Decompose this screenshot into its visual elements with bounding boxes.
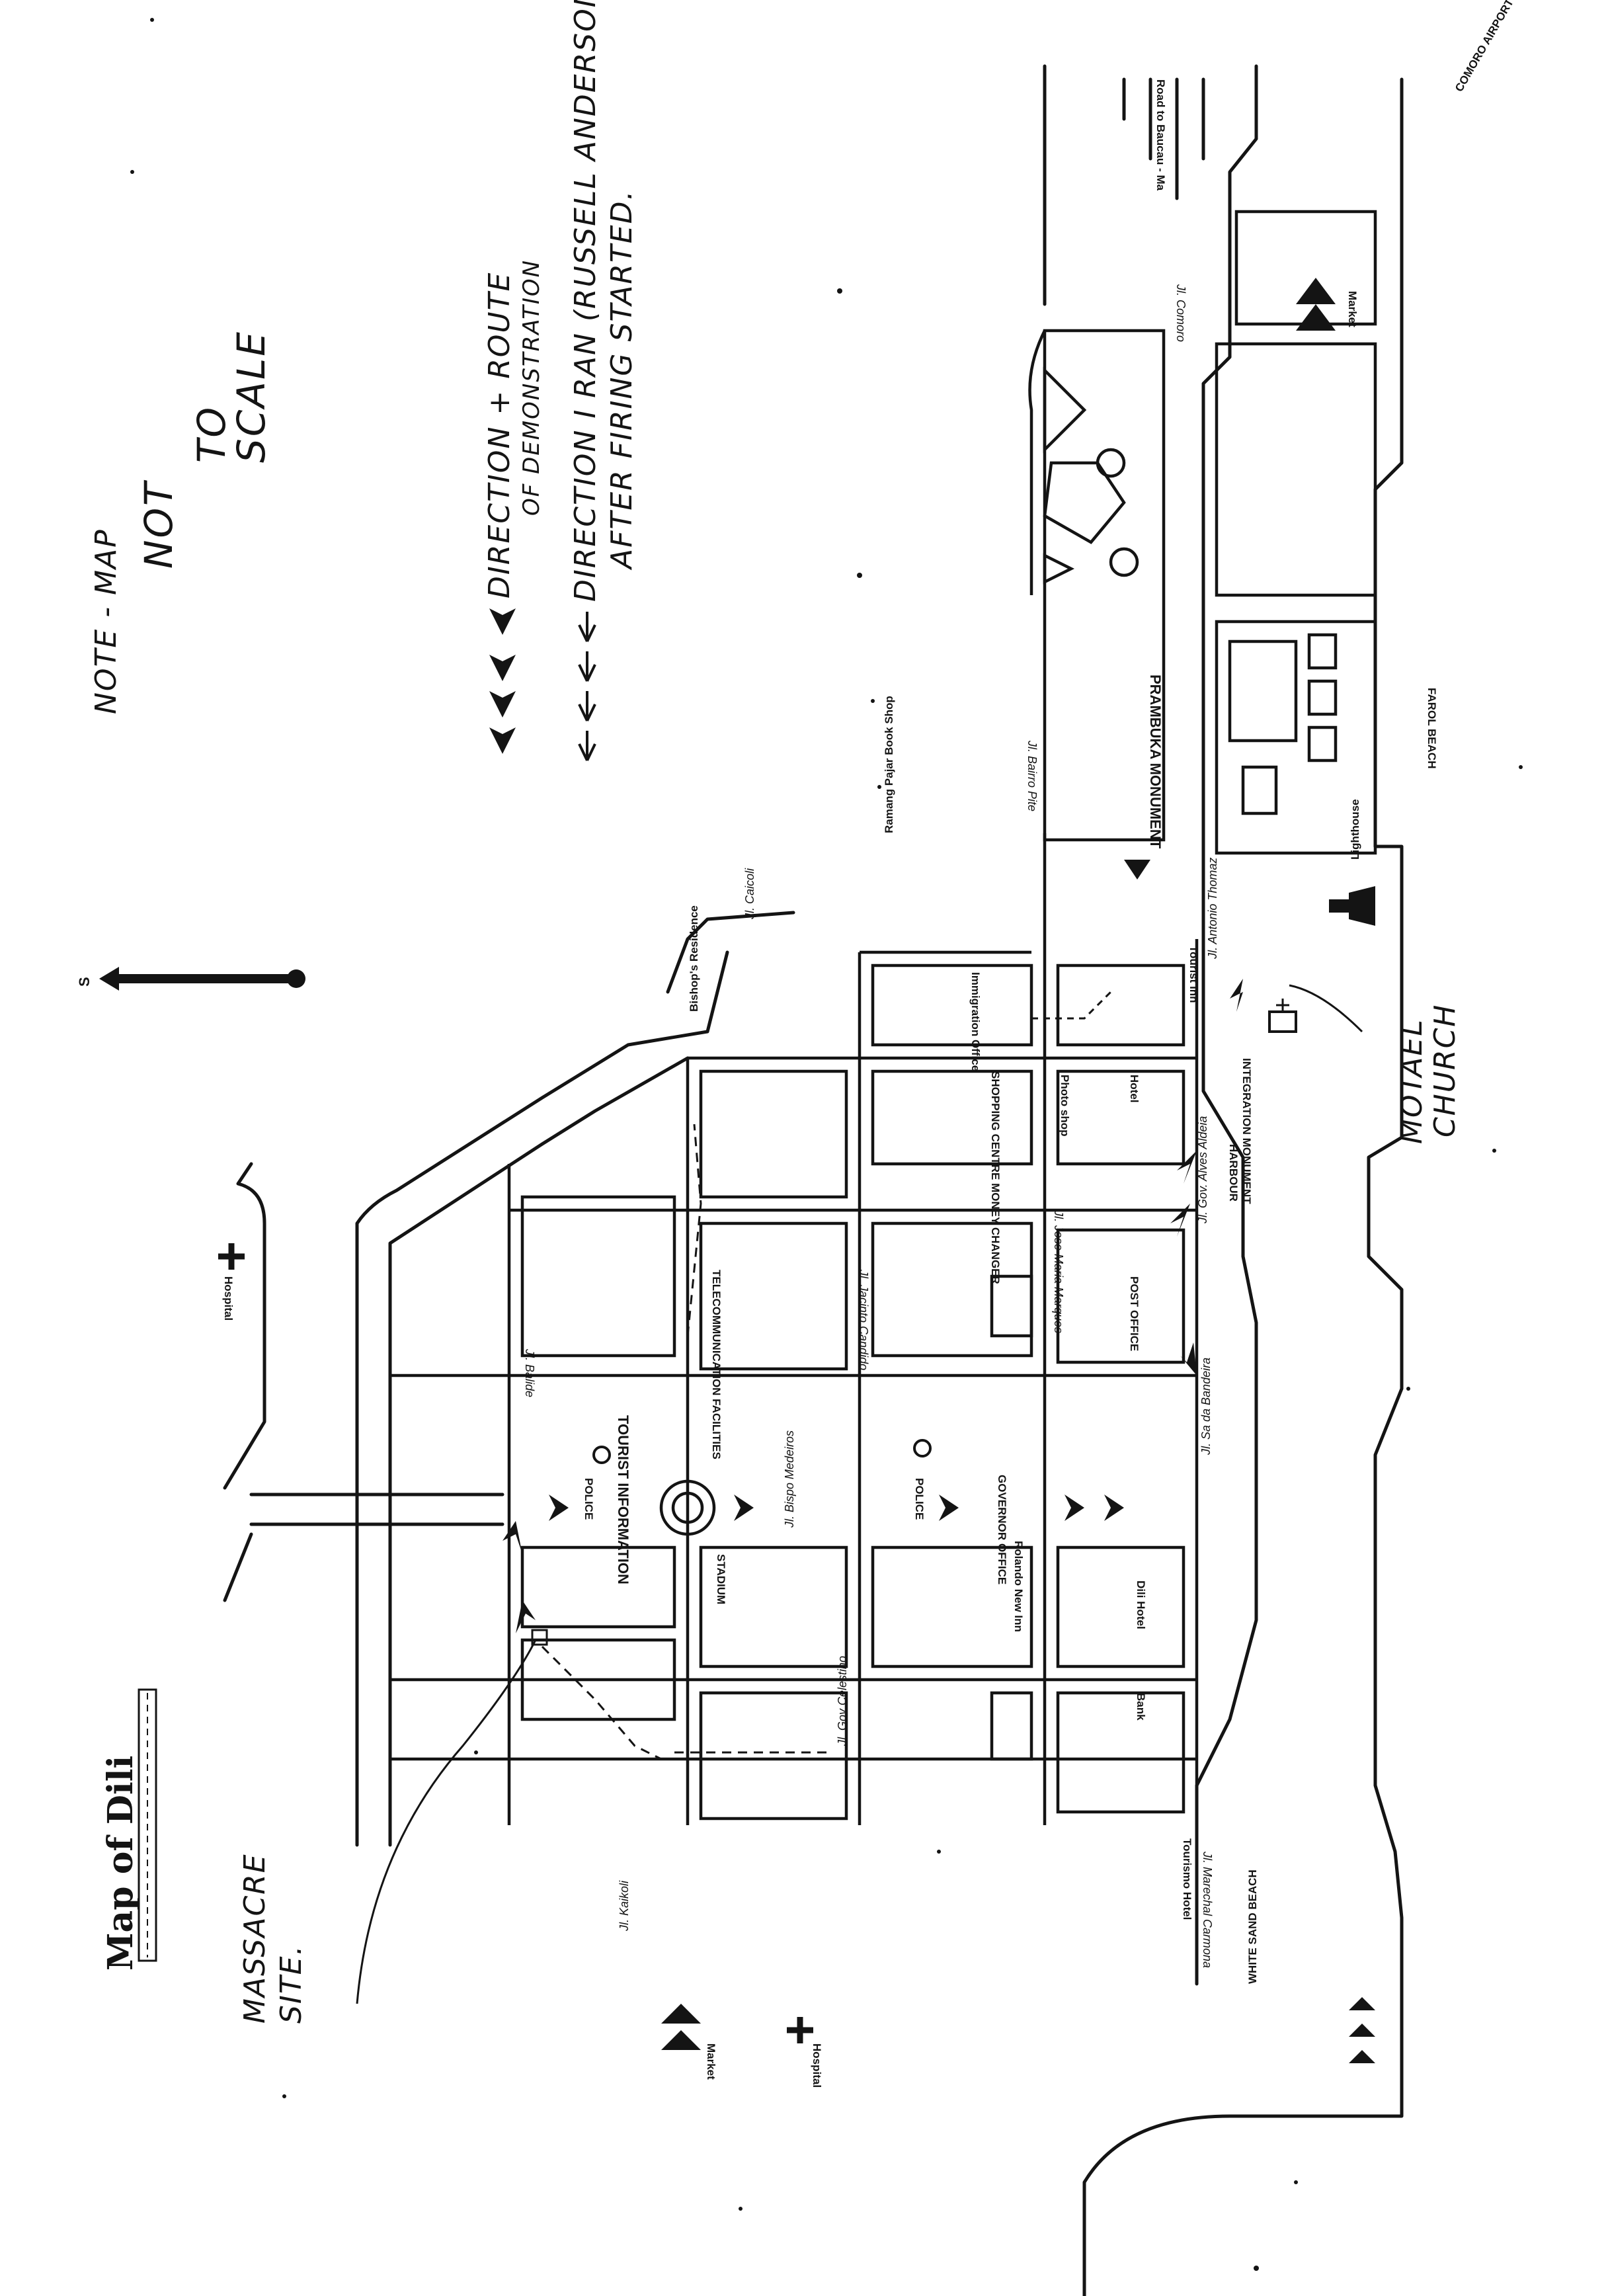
motael-church-annotation: MOTAEL CHURCH [1289,984,1462,1144]
street-jl-caicoli: Jl. Caicoli [743,868,756,920]
landmark-integration-monument: INTEGRATION MONUMENT [1240,1058,1253,1204]
street-jl-gov-celestino: Jl. Gov Celestino [836,1656,849,1746]
street-jl-comoro: Jl. Comoro [1174,284,1187,342]
street-jl-gov-alves-aldeia: Jl. Gov. Alves Aldeia [1196,1116,1209,1224]
landmark-governor-office: GOVERNOR OFFICE [996,1475,1008,1584]
note-prefix: NOTE - MAP [89,528,123,714]
title-decoration [138,1688,157,1962]
landmark-white-sand-beach: WHITE SAND BEACH [1246,1869,1259,1984]
landmark-market-2: Market [705,2043,717,2080]
church-icon [1268,999,1297,1033]
roundabout [659,1479,716,1536]
landmark-tourist-inn: Tourist Inn [1187,946,1200,1003]
south-marker-label: S [76,977,93,987]
street-jl-jacinto-candido: Jl. Jacinto Candido [857,1269,870,1370]
noise-specks [130,18,1523,2271]
legend-escape-line2: AFTER FIRING STARTED. [605,190,639,571]
landmark-hospital-2: Hospital [811,2043,823,2088]
note-scale: SCALE [229,330,274,463]
landmark-stadium: STADIUM [715,1554,727,1604]
legend-escape-arrow-icon [578,612,596,761]
street-grid [223,64,1377,1847]
motael-label-line2: CHURCH [1428,1004,1462,1137]
street-jl-marshal-carmona: Jl. Marechal Carmona [1201,1851,1214,1968]
map-title: Map of Dili [100,1756,141,1971]
note-to: TO [189,405,234,463]
legend: DIRECTION + ROUTE OF DEMONSTRATION DIREC… [483,0,639,761]
street-jl-balide: Jl. Balide [523,1348,536,1397]
demonstration-route [502,979,1243,1633]
landmark-police-2: POLICE [913,1478,926,1520]
landmark-farol-beach: FAROL BEACH [1426,688,1438,768]
landmark-photo-shop: Photo shop [1059,1075,1071,1136]
landmark-tourism-hotel: Tourismo Hotel [1181,1838,1193,1920]
market-tents-icon-2 [661,2004,701,2050]
landmark-comoro-airport: COMORO AIRPORT [1453,0,1516,94]
south-arrow: S [76,967,305,991]
street-jl-antonio-thomaz: Jl. Antonio Thomaz [1206,858,1219,960]
landmark-prambuka-monument: PRAMBUKA MONUMENT [1147,675,1164,849]
legend-demonstration-arrow-icon [489,608,516,754]
landmark-lighthouse: Lighthouse [1349,799,1361,860]
landmark-post-office: POST OFFICE [1128,1276,1141,1351]
landmark-market-1: Market [1346,291,1359,327]
landmark-bishop-residence: Bishop's Residence [688,905,700,1012]
landmark-telecommunication: TELECOMMUNICATION FACILITIES [710,1270,723,1459]
landmark-bookshop: Ramang Pajar Book Shop [883,696,895,833]
landmark-tourist-information: TOURIST INFORMATION [615,1415,631,1584]
landmark-harbour: HARBOUR [1227,1144,1240,1202]
street-jl-jose-maria-marques: Jl. Jose Maria Marques [1052,1210,1065,1333]
street-jl-bispo-medeiros: Jl. Bispo Medeiros [783,1430,796,1528]
scale-note: NOTE - MAP NOT TO SCALE [89,330,274,714]
hospital-cross-icon-2 [787,2017,813,2043]
escape-route [541,991,1112,1760]
landmark-shopping-centre: SHOPPING CENTRE MONEY CHANGER [989,1071,1002,1284]
hospital-cross-icon [218,1243,245,1270]
street-jl-sada-bandeira: Jl. Sa da Bandeira [1199,1358,1213,1456]
police-emblem-icon [592,1439,932,1464]
landmark-police-1: POLICE [583,1478,595,1520]
market-tents-icon [1296,278,1336,331]
landmark-immigration-office: Immigration Office [969,972,982,1071]
landmark-rolando-new-inn: Rolando New Inn [1012,1541,1025,1632]
landmark-hospital-1: Hospital [222,1276,235,1321]
landmark-bank: Bank [1135,1693,1147,1721]
street-bairro-pite: Jl. Bairro Pite [1025,740,1039,811]
legend-demonstration-line2: OF DEMONSTRATION [518,259,545,516]
landmark-dili-hotel: Dili Hotel [1135,1580,1147,1629]
massacre-site-annotation: MASSACRE SITE. [238,1629,548,2024]
motael-label-line1: MOTAEL [1395,1018,1429,1144]
landmark-hotel: Hotel [1128,1075,1141,1103]
note-not: NOT [136,479,181,569]
beach-umbrella-icon [1349,1997,1375,2063]
landmark-road-to-baucau: Road to Baucau - Ma [1154,79,1167,191]
street-jl-kaikoli: Jl. Kaikoli [618,1880,631,1932]
massacre-label-line1: MASSACRE [238,1853,272,2024]
legend-escape-line1: DIRECTION I RAN (RUSSELL ANDERSON) [569,0,602,602]
massacre-label-line2: SITE. [274,1944,308,2024]
legend-demonstration-line1: DIRECTION + ROUTE [483,272,516,598]
lighthouse-icon [1329,886,1375,926]
monument-icon [1124,860,1150,880]
coastline [1082,64,1404,2296]
